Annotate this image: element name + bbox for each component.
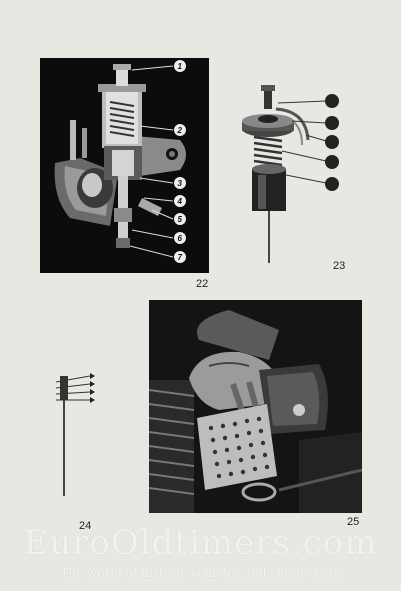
figure-22-number: 22 [196, 278, 209, 290]
callout-number-3: 3 [178, 179, 183, 188]
callout-number-6: 6 [178, 234, 183, 243]
watermark-tagline: The world of historic vehicles and class… [60, 566, 341, 580]
carburettor-cutaway-illustration: 1 2 3 4 5 6 7 [40, 58, 209, 273]
callout-marker-3: 3 [174, 177, 186, 189]
jet-needle-illustration [55, 373, 95, 496]
figure-25-panel [149, 300, 362, 513]
callout-marker-5: 5 [174, 213, 186, 225]
callout-number-4: 4 [177, 197, 183, 206]
callout-marker-7: 7 [174, 251, 186, 263]
watermark-logo-text: EuroOldtimers.com [23, 523, 378, 563]
callout-number-5: 5 [178, 215, 183, 224]
callout-number-7: 7 [178, 253, 183, 262]
figure-25-number: 25 [347, 516, 360, 528]
callout-number-2: 2 [177, 126, 183, 135]
callout-arrow-4 [90, 397, 95, 403]
callout-arrow-3 [90, 389, 95, 395]
callout-marker-2: 2 [174, 124, 186, 136]
callout-number-1: 1 [178, 62, 183, 71]
callout-marker-6: 6 [174, 232, 186, 244]
figure-24 [50, 368, 110, 503]
callout-marker-c [325, 135, 339, 149]
figure-23-number: 23 [333, 260, 346, 272]
callout-arrow-2 [90, 381, 95, 387]
callout-marker-b [325, 116, 339, 130]
figure-24-number: 24 [79, 520, 92, 532]
air-filter-illustration [149, 300, 362, 513]
callout-marker-a [325, 94, 339, 108]
figure-23 [236, 85, 346, 270]
callout-marker-d [325, 155, 339, 169]
callout-marker-4: 4 [174, 195, 186, 207]
needle-spring-illustration [242, 85, 339, 263]
callout-marker-1: 1 [174, 60, 186, 72]
callout-arrow-1 [90, 373, 95, 379]
callout-marker-e [325, 177, 339, 191]
figure-22-panel: 1 2 3 4 5 6 7 [40, 58, 209, 273]
